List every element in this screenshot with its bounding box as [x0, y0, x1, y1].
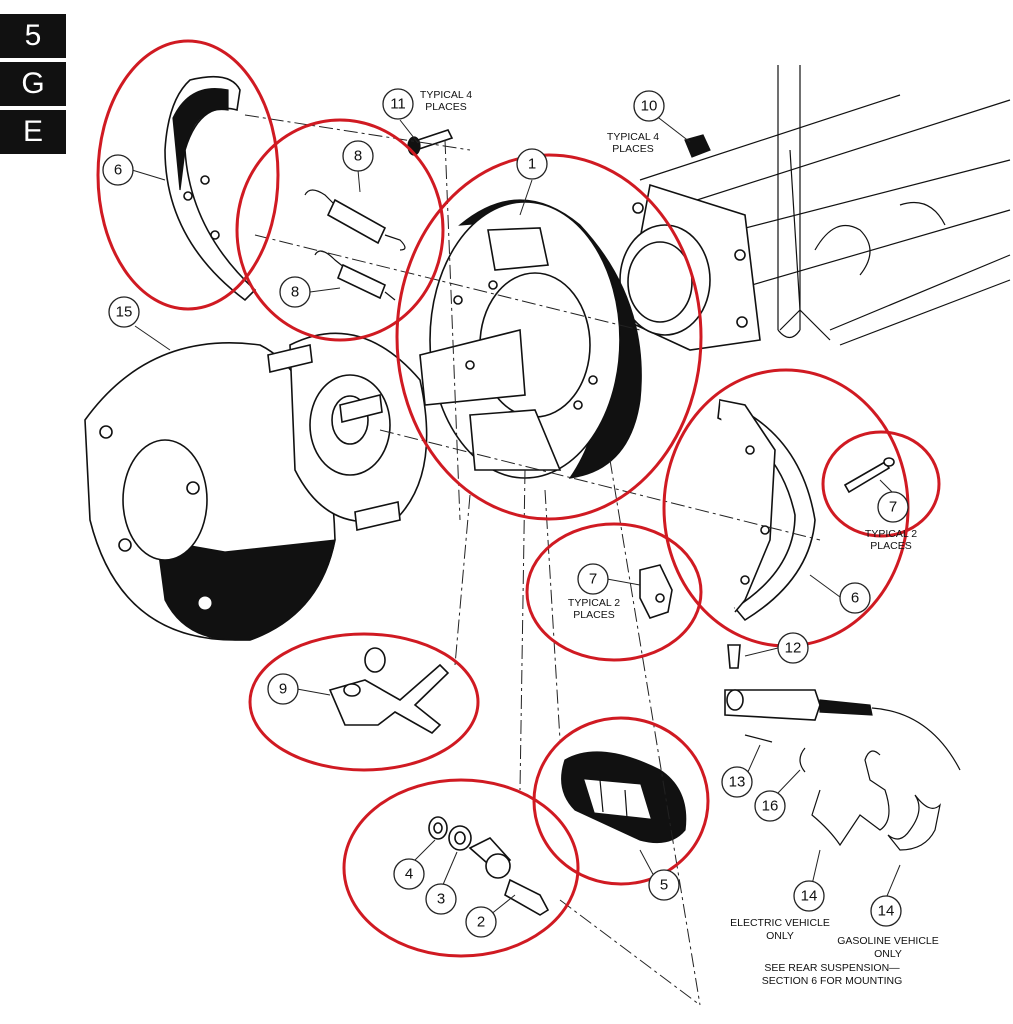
- note-typical-4-nut: TYPICAL 4 PLACES: [607, 131, 659, 155]
- note-typical-2-pin: TYPICAL 2 PLACES: [865, 528, 917, 552]
- callout-13: 13: [721, 766, 753, 798]
- note-typical-4-bolt: TYPICAL 4 PLACES: [420, 89, 472, 113]
- adjuster-hardware: [428, 816, 550, 916]
- svg-text:7: 7: [889, 499, 897, 516]
- svg-text:PLACES: PLACES: [612, 143, 653, 155]
- svg-text:12: 12: [785, 640, 802, 657]
- callout-9: 9: [267, 673, 299, 705]
- callout-15: 15: [108, 296, 140, 328]
- svg-text:15: 15: [116, 304, 133, 321]
- svg-text:13: 13: [729, 774, 746, 791]
- highlight-rings: [96, 39, 941, 958]
- boot-gasket: [561, 751, 687, 843]
- callout-6-upper: 6: [102, 154, 134, 186]
- svg-text:7: 7: [589, 571, 597, 588]
- e-clip-16: [799, 747, 806, 773]
- svg-text:5: 5: [660, 877, 668, 894]
- svg-text:2: 2: [477, 914, 485, 931]
- clevis-pin-12: [727, 644, 741, 669]
- callout-1: 1: [516, 148, 548, 180]
- svg-text:GASOLINE VEHICLE: GASOLINE VEHICLE: [837, 935, 939, 947]
- wheel-hub: [267, 332, 428, 531]
- callout-8-upper: 8: [342, 140, 374, 172]
- callout-14-gasoline: 14: [870, 895, 902, 927]
- return-springs: [304, 189, 406, 301]
- note-rear-suspension: SEE REAR SUSPENSION— SECTION 6 FOR MOUNT…: [762, 962, 903, 987]
- callout-10: 10: [633, 90, 665, 122]
- svg-text:TYPICAL 2: TYPICAL 2: [865, 528, 917, 540]
- brake-shoe-upper: [164, 75, 257, 302]
- brake-cable-clevis: [724, 689, 961, 771]
- svg-text:ONLY: ONLY: [766, 930, 794, 942]
- callout-16: 16: [754, 790, 786, 822]
- cotter-pin-7: [843, 457, 895, 494]
- callout-2: 2: [465, 906, 497, 938]
- spring-14-electric: [811, 750, 890, 847]
- callout-4: 4: [393, 858, 425, 890]
- adjuster-lever: [328, 647, 450, 734]
- section-tab-g: G: [0, 62, 66, 106]
- note-typical-2-clip: TYPICAL 2 PLACES: [568, 597, 620, 621]
- section-tab-e: E: [0, 110, 66, 154]
- svg-text:14: 14: [801, 888, 818, 905]
- callout-6-right: 6: [839, 582, 871, 614]
- svg-text:1: 1: [528, 156, 536, 173]
- svg-text:TYPICAL 4: TYPICAL 4: [420, 89, 472, 101]
- brake-drum: [84, 342, 336, 641]
- spring-14-gas: [887, 794, 941, 851]
- clip-7: [639, 564, 673, 619]
- callout-7-center: 7: [577, 563, 609, 595]
- svg-text:9: 9: [279, 681, 287, 698]
- svg-text:14: 14: [878, 903, 895, 920]
- brake-shoe-right: [717, 398, 816, 622]
- svg-text:8: 8: [354, 148, 362, 165]
- svg-text:4: 4: [405, 866, 413, 883]
- callout-7-right: 7: [877, 491, 909, 523]
- svg-text:TYPICAL 4: TYPICAL 4: [607, 131, 659, 143]
- cotter-pin-13: [744, 734, 773, 743]
- svg-text:8: 8: [291, 284, 299, 301]
- svg-text:SEE REAR SUSPENSION—: SEE REAR SUSPENSION—: [764, 962, 900, 974]
- svg-text:PLACES: PLACES: [573, 609, 614, 621]
- callout-12: 12: [777, 632, 809, 664]
- axle-flange: [619, 183, 761, 351]
- note-gasoline-vehicle-only: GASOLINE VEHICLE ONLY: [837, 935, 939, 960]
- axle-frame: [639, 65, 1011, 346]
- svg-text:PLACES: PLACES: [870, 540, 911, 552]
- nut-10: [684, 134, 711, 158]
- callout-8-lower: 8: [279, 276, 311, 308]
- svg-text:10: 10: [641, 98, 658, 115]
- svg-text:PLACES: PLACES: [425, 101, 466, 113]
- callout-3: 3: [425, 883, 457, 915]
- callout-5: 5: [648, 869, 680, 901]
- note-electric-vehicle-only: ELECTRIC VEHICLE ONLY: [730, 917, 830, 942]
- svg-text:6: 6: [114, 162, 122, 179]
- backing-plate: [419, 199, 642, 479]
- callout-14-electric: 14: [793, 880, 825, 912]
- svg-text:16: 16: [762, 798, 779, 815]
- svg-text:6: 6: [851, 590, 859, 607]
- svg-text:11: 11: [390, 96, 406, 113]
- svg-text:3: 3: [437, 891, 445, 908]
- svg-text:ELECTRIC VEHICLE: ELECTRIC VEHICLE: [730, 917, 830, 929]
- leader-lines: [131, 114, 901, 916]
- svg-text:TYPICAL 2: TYPICAL 2: [568, 597, 620, 609]
- section-tab-5: 5: [0, 14, 66, 58]
- svg-text:ONLY: ONLY: [874, 948, 902, 960]
- svg-text:SECTION 6 FOR MOUNTING: SECTION 6 FOR MOUNTING: [762, 975, 903, 987]
- callout-11: 11: [382, 88, 414, 120]
